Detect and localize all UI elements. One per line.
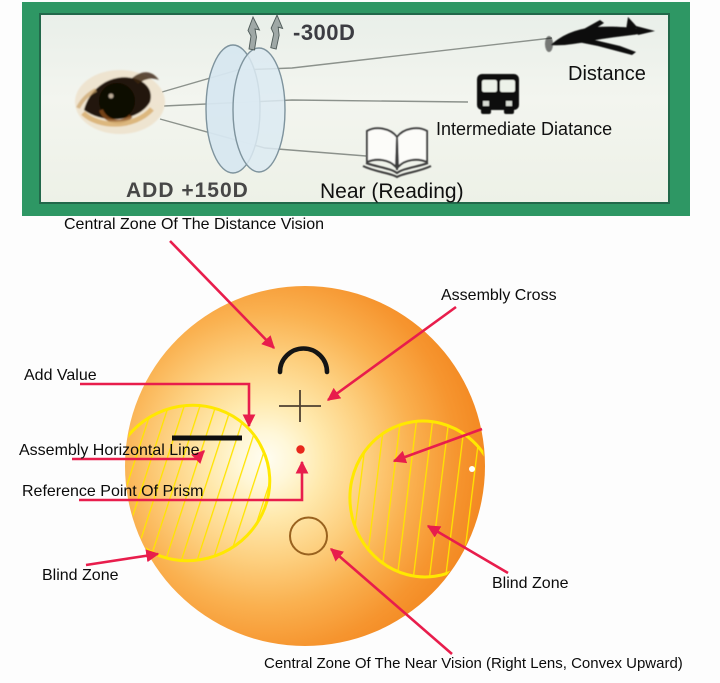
prism-reference-dot <box>296 445 305 454</box>
jagged-up-arrows-icon <box>247 13 284 51</box>
blind-zone-left-region <box>126 403 272 563</box>
lens-power-label: -300D <box>293 20 356 45</box>
airplane-icon <box>545 17 655 55</box>
leader-near-zone <box>330 548 453 655</box>
leader-reference-point <box>79 460 309 502</box>
leader-add-value <box>80 382 256 428</box>
distance-zone-label: Central Zone Of The Distance Vision <box>64 216 324 233</box>
add-value-label: Add Value <box>24 367 97 384</box>
intermediate-label: Intermediate Diatance <box>436 119 613 139</box>
bifocal-lens-icon <box>205 44 286 174</box>
open-book-icon <box>362 127 432 179</box>
leader-assembly-cross <box>326 305 457 402</box>
top-panel-art <box>75 13 655 179</box>
leader-lines <box>72 240 509 655</box>
leader-horizontal-line <box>72 450 205 464</box>
eye-icon <box>75 70 165 134</box>
near-zone-circle-marking <box>289 516 328 556</box>
leader-blind-zone-right <box>426 524 509 575</box>
lens-white-dot <box>469 466 475 472</box>
leader-blind-zone-top-right <box>392 427 483 464</box>
blind-zone-left-label: Blind Zone <box>42 567 119 584</box>
bus-icon <box>477 74 519 114</box>
distance-label: Distance <box>568 63 646 85</box>
leader-blind-zone-left <box>85 549 160 567</box>
blind-zone-right-label: Blind Zone <box>492 575 569 592</box>
assembly-horizontal-line-label: Assembly Horizontal Line <box>19 442 200 459</box>
reference-point-label: Reference Point Of Prism <box>22 483 204 500</box>
blind-zones <box>126 403 484 579</box>
near-label: Near (Reading) <box>320 180 464 203</box>
leader-distance-zone <box>169 240 275 349</box>
add-power-label: ADD +150D <box>126 179 249 202</box>
distance-zone-arc-marking <box>277 346 330 375</box>
assembly-cross-label: Assembly Cross <box>441 287 557 304</box>
assembly-cross-marking <box>279 390 321 422</box>
near-zone-label: Central Zone Of The Near Vision (Right L… <box>264 655 683 672</box>
lens-diagram-art <box>72 240 509 655</box>
